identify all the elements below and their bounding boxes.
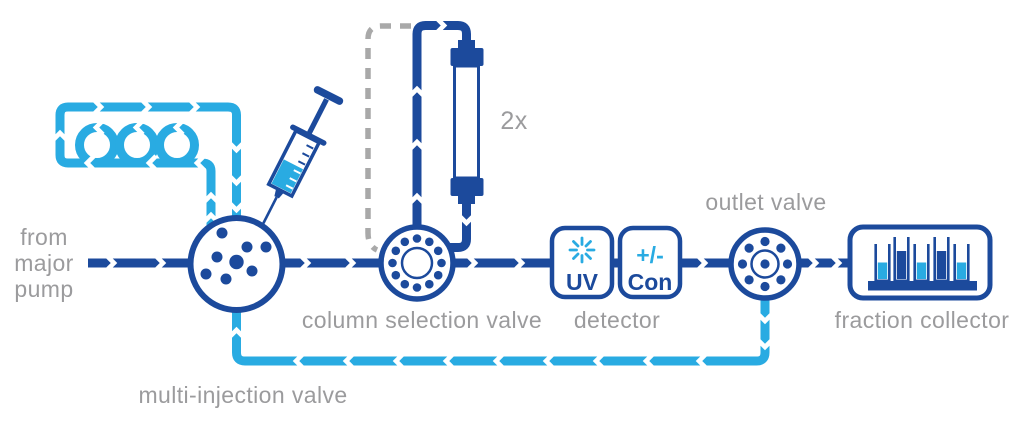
column-outlet-tube bbox=[448, 202, 471, 252]
valve-ports bbox=[388, 234, 446, 292]
plus-minus-label: +/- bbox=[636, 242, 663, 268]
diagram-labels: from major pump 2x multi-injection valve… bbox=[14, 107, 1009, 408]
tube-fill-cyan bbox=[916, 262, 927, 279]
tube-rack bbox=[868, 281, 977, 291]
uv-detector-box: UV bbox=[549, 225, 615, 300]
label-source-line1: from bbox=[20, 224, 68, 250]
valve-ports bbox=[200, 227, 272, 285]
tube-fill-cyan bbox=[956, 262, 967, 279]
outlet-valve bbox=[728, 227, 802, 301]
label-detector: detector bbox=[574, 307, 660, 333]
coil-loop bbox=[115, 123, 159, 167]
label-multi-injection-valve: multi-injection valve bbox=[138, 382, 347, 408]
con-box-frame bbox=[617, 225, 683, 300]
alternate-column-position-dashes bbox=[365, 23, 411, 253]
syringe-flange bbox=[290, 124, 327, 146]
sample-loop-tube bbox=[55, 102, 241, 226]
multi-injection-valve bbox=[187, 215, 286, 313]
label-source-line2: major bbox=[14, 250, 74, 276]
tube-outlines bbox=[874, 237, 970, 283]
coil-tube-icon bbox=[55, 102, 241, 226]
column-bottom-neck bbox=[458, 194, 475, 204]
tube-fill-navy bbox=[896, 251, 907, 279]
test-tubes-icon bbox=[868, 237, 977, 291]
label-fraction-collector: fraction collector bbox=[835, 307, 1010, 333]
syringe-needle bbox=[261, 196, 278, 225]
uv-label: UV bbox=[566, 269, 599, 295]
coil-loop bbox=[155, 123, 199, 167]
valve-rotor bbox=[750, 249, 780, 279]
syringe-icon bbox=[261, 86, 344, 225]
coil-loop bbox=[75, 123, 119, 167]
con-label: Con bbox=[628, 269, 673, 295]
column-top-neck bbox=[458, 40, 475, 50]
tube-fill-navy bbox=[936, 251, 947, 279]
column-bottom-cap bbox=[450, 178, 484, 196]
syringe-liquid bbox=[271, 159, 304, 194]
sparkle-icon bbox=[568, 236, 596, 264]
conductivity-detector-box: +/- Con bbox=[617, 225, 683, 300]
column-selection-valve bbox=[378, 224, 456, 302]
syringe-hub bbox=[274, 188, 285, 199]
valve-rotor bbox=[400, 246, 434, 280]
syringe-graduations bbox=[285, 144, 314, 190]
label-column-selection-valve: column selection valve bbox=[302, 307, 542, 333]
column-top-cap bbox=[450, 48, 484, 66]
rotary-valve-icon bbox=[378, 224, 456, 302]
label-outlet-valve: outlet valve bbox=[705, 189, 826, 215]
bypass-tube bbox=[232, 297, 770, 366]
tube-fill-cyan bbox=[877, 262, 888, 279]
label-source-line3: pump bbox=[14, 276, 73, 302]
valve-ports bbox=[737, 236, 793, 292]
column-body bbox=[453, 64, 480, 180]
syringe-plunger-rod bbox=[306, 98, 329, 135]
chromatography-column-icon bbox=[450, 40, 484, 204]
label-column-count: 2x bbox=[500, 107, 527, 135]
fraction-collector-box bbox=[847, 224, 993, 301]
syringe-plunger-handle bbox=[313, 86, 344, 105]
